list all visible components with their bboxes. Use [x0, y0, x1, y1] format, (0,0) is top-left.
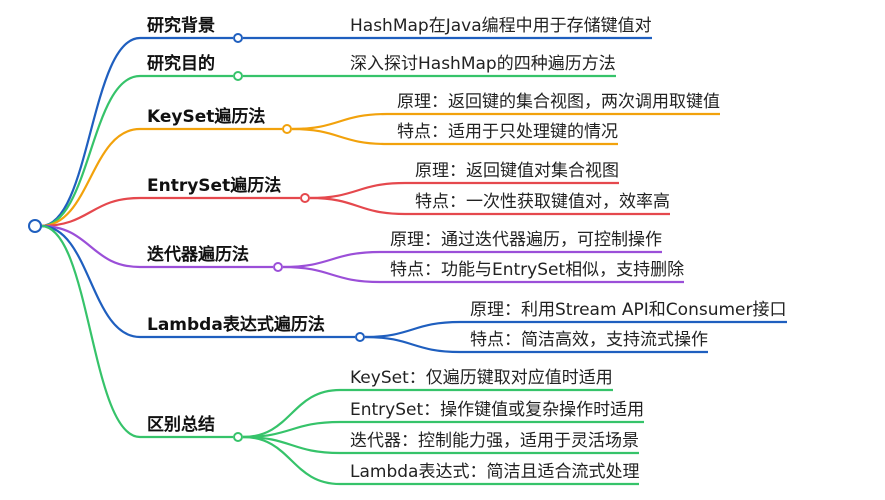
- leaf-label: 原理：通过迭代器遍历，可控制操作: [390, 230, 662, 250]
- root-edge: [40, 196, 141, 228]
- branch-label: KeySet遍历法: [147, 107, 266, 127]
- root-edge: [40, 224, 141, 439]
- branch-node: [233, 71, 243, 81]
- leaf-label: 特点：适用于只处理键的情况: [397, 122, 618, 142]
- root-edge: [40, 74, 141, 228]
- branch-label: 区别总结: [147, 415, 215, 435]
- branch-label: EntrySet遍历法: [147, 176, 282, 196]
- leaf-edge: [364, 335, 461, 354]
- leaf-edge: [364, 320, 461, 339]
- leaf-edge: [242, 388, 341, 439]
- branch-label: 研究背景: [147, 16, 215, 36]
- branch-node: [233, 33, 243, 43]
- leaf-label: EntrySet：操作键值或复杂操作时适用: [350, 400, 645, 420]
- leaf-label: 原理：返回键的集合视图，两次调用取键值: [397, 92, 720, 112]
- branch-label: 迭代器遍历法: [147, 245, 249, 265]
- leaf-label: 深入探讨HashMap的四种遍历方法: [350, 54, 616, 74]
- leaf-label: 原理：返回键值对集合视图: [415, 161, 619, 181]
- leaf-label: Lambda表达式：简洁且适合流式处理: [350, 462, 640, 482]
- leaf-edge: [291, 127, 388, 146]
- leaf-edge: [282, 265, 381, 284]
- branch-label: Lambda表达式遍历法: [147, 315, 325, 335]
- root-edge: [40, 224, 141, 269]
- branch-node: [273, 262, 283, 272]
- leaf-label: HashMap在Java编程中用于存储键值对: [350, 16, 652, 36]
- leaf-edge: [309, 181, 406, 200]
- root-edge: [40, 127, 141, 228]
- leaf-label: 特点：一次性获取键值对，效率高: [415, 192, 670, 212]
- branch-node: [233, 432, 243, 442]
- branch-label: 研究目的: [147, 54, 215, 74]
- root-node: [28, 219, 42, 233]
- leaf-edge: [309, 196, 406, 216]
- leaf-edge: [282, 250, 381, 269]
- leaf-edge: [242, 435, 341, 486]
- leaf-label: 特点：功能与EntrySet相似，支持删除: [390, 260, 685, 280]
- branch-node: [300, 193, 310, 203]
- leaf-edge: [291, 112, 388, 131]
- leaf-label: 特点：简洁高效，支持流式操作: [470, 330, 708, 350]
- root-edge: [40, 36, 141, 228]
- leaf-label: 迭代器：控制能力强，适用于灵活场景: [350, 431, 639, 451]
- branch-node: [282, 124, 292, 134]
- branch-node: [355, 332, 365, 342]
- leaf-label: 原理：利用Stream API和Consumer接口: [470, 300, 787, 320]
- root-edge: [40, 224, 141, 339]
- leaf-label: KeySet：仅遍历键取对应值时适用: [350, 368, 613, 388]
